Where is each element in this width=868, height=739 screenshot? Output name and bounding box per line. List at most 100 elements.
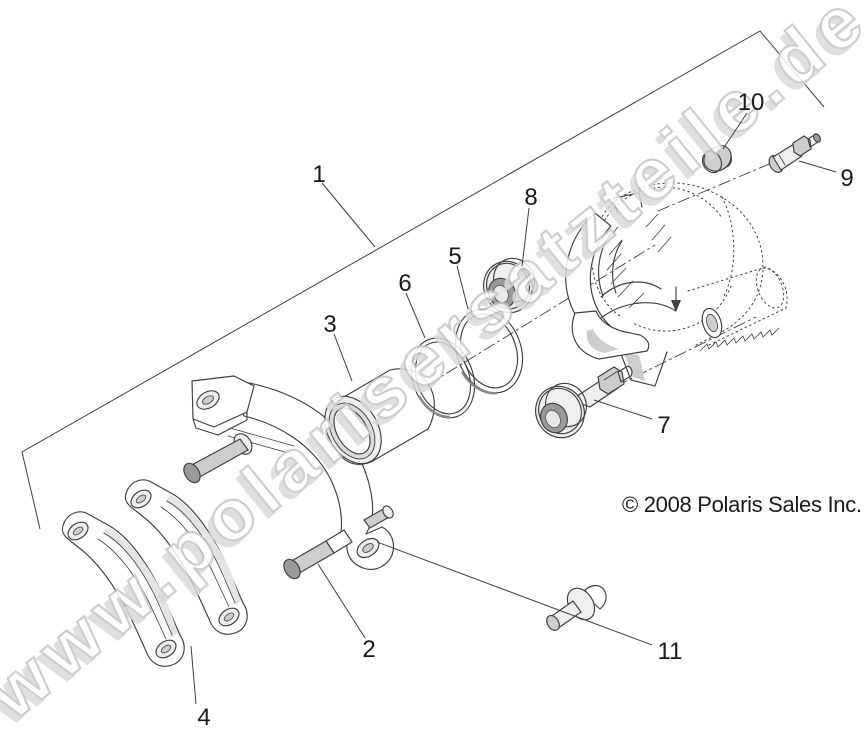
mounting-bracket [183, 375, 395, 580]
pad-friction-edge2 [97, 538, 167, 640]
leader-line-9 [798, 160, 837, 173]
caliper-top-notch [613, 192, 643, 214]
ring-inner [459, 313, 519, 389]
ring-shade-arc [460, 371, 498, 395]
assembly-boundary-line [21, 30, 825, 530]
leader-line-2 [317, 563, 366, 639]
brake-pad-rear [124, 479, 248, 635]
bolt-head [584, 584, 607, 610]
caliper-bridge-arch1 [600, 281, 662, 298]
callout-5: 5 [448, 243, 469, 310]
cap-body [703, 145, 732, 172]
bracket-pin-rod-top [229, 427, 295, 447]
callout-3: 3 [323, 311, 353, 382]
pin-tip [617, 365, 633, 383]
callout-label-1: 1 [312, 161, 325, 188]
pad-friction-edge1 [166, 500, 236, 604]
callout-2: 2 [317, 563, 376, 663]
caliper-mount-lug [571, 310, 650, 360]
callout-label-11: 11 [658, 638, 683, 665]
callout-9: 9 [798, 160, 854, 192]
caliper-bridge-arch2 [596, 302, 677, 322]
caliper-bore-arc-top [599, 186, 723, 230]
piston-boot [483, 257, 535, 314]
bleeder-hex [792, 135, 812, 157]
callout-8: 8 [521, 184, 538, 267]
leader-line-10 [722, 112, 748, 150]
caliper-end-seam [721, 196, 735, 299]
caliper-outline-dotted [608, 182, 764, 346]
callout-label-6: 6 [398, 270, 411, 297]
callout-label-3: 3 [323, 311, 336, 338]
seal-shade-arc [417, 395, 451, 419]
callout-label-9: 9 [840, 165, 853, 192]
caliper-lug-hole-inner [706, 313, 718, 333]
caliper-hatching [606, 213, 672, 309]
bracket-lower-ear-hole-inner [362, 543, 374, 553]
pad-friction-shade [165, 495, 241, 605]
callout-4: 4 [190, 645, 211, 731]
pad-friction-shade [102, 527, 178, 637]
pin-hex-collar [597, 366, 625, 395]
pad-bottom-hole-inner [223, 612, 235, 622]
cap-face [701, 150, 723, 174]
caliper-body [565, 182, 788, 387]
bolt-shaft-end [546, 615, 560, 631]
callout-label-7: 7 [657, 412, 670, 439]
bracket-arm [237, 382, 395, 570]
caliper-bore-inner-arc1 [598, 232, 612, 297]
pad-top-hole-inner [135, 494, 147, 504]
ring-outer [454, 308, 524, 394]
leader-line-8 [521, 207, 530, 267]
callout-10: 10 [722, 89, 765, 150]
piston-bore [333, 407, 371, 455]
main-bore-center-line [352, 244, 656, 432]
callout-7: 7 [593, 399, 671, 439]
brake-pad-front [61, 511, 185, 667]
bleeder-screw [768, 133, 822, 173]
seal-outer [410, 337, 476, 419]
pin-hex-facet [603, 370, 619, 381]
callout-label-2: 2 [362, 636, 375, 663]
boot-hole [545, 409, 561, 429]
callout-label-5: 5 [448, 243, 461, 270]
caliper-boss-knurl [699, 327, 780, 352]
bracket-top-ear-hole-inner [202, 395, 214, 405]
bleeder-center-line [657, 161, 775, 212]
pad-friction-edge2 [160, 506, 230, 608]
assembly-arrow-head [671, 300, 681, 312]
leader-line-3 [333, 333, 353, 382]
leader-line-4 [190, 645, 197, 705]
callout-label-10: 10 [738, 89, 765, 116]
copyright-text: © 2008 Polaris Sales Inc. [622, 492, 862, 517]
leader-line-6 [405, 292, 426, 339]
caliper-bore-arc-bottom [632, 285, 732, 332]
callout-1: 1 [312, 161, 376, 248]
caliper-boss-end-face [755, 267, 785, 309]
pad-top-hole-inner [72, 526, 84, 536]
pad-bottom-hole-inner [160, 644, 172, 654]
pad-outline [124, 479, 248, 635]
bleeder-tip [812, 133, 822, 143]
caliper-lower-support-shade [624, 353, 645, 381]
bleeder-thread-line [778, 154, 786, 166]
caliper-boss-outline [687, 266, 788, 347]
flange-bolt [546, 584, 607, 631]
leader-line-5 [456, 265, 469, 310]
caliper-bore-inner-arc2 [612, 240, 623, 294]
square-cut-ring [454, 308, 524, 395]
callout-6: 6 [398, 270, 426, 339]
guide-pin-boot [535, 365, 633, 439]
leader-line-1 [321, 182, 376, 248]
upper-guide-pin-end [183, 462, 201, 484]
lower-guide-pin-end [283, 558, 301, 580]
cap-plug [701, 145, 733, 174]
leader-line-7 [593, 399, 653, 420]
pad-friction-edge1 [103, 532, 173, 636]
caliper-piston [324, 368, 435, 465]
callout-11: 11 [376, 541, 683, 665]
bracket-top-ear-thickness [192, 411, 248, 436]
leader-line-11 [376, 541, 653, 646]
